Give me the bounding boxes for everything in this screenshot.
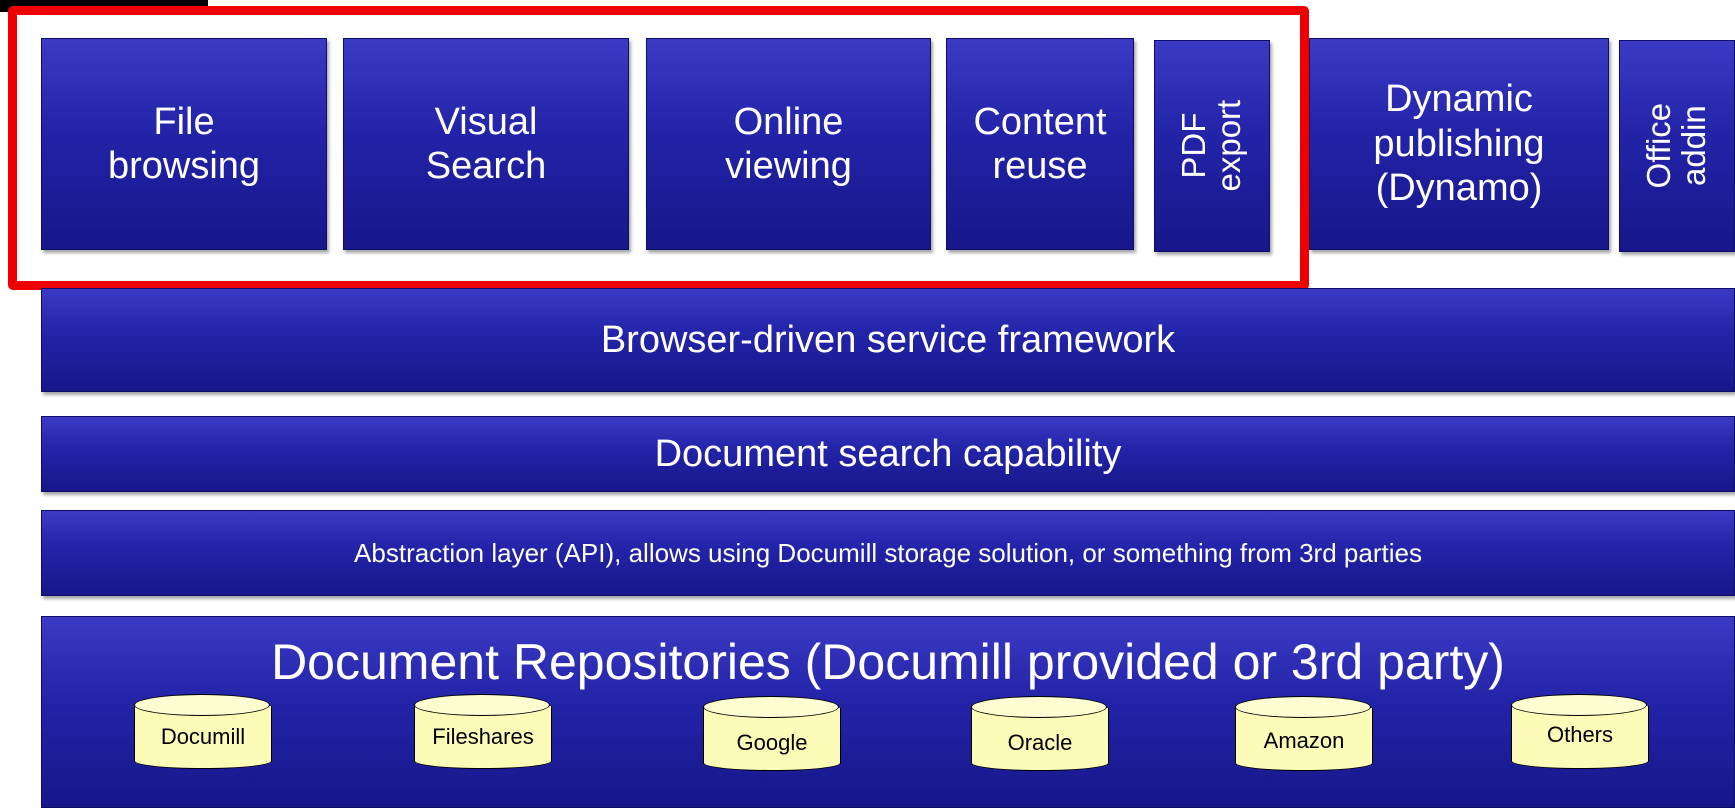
online-viewing-label: Online viewing xyxy=(725,100,852,187)
search-label: Document search capability xyxy=(654,432,1122,475)
amazon-repo-label: Amazon xyxy=(1263,728,1345,753)
content-reuse-block: Content reuse xyxy=(946,38,1134,250)
dynamic-publishing-block: Dynamic publishing (Dynamo) xyxy=(1309,38,1609,250)
abstraction-layer: Abstraction layer (API), allows using Do… xyxy=(41,510,1735,596)
online-viewing-block: Online viewing xyxy=(646,38,931,250)
office-addin-block: Office addin xyxy=(1619,40,1735,252)
file-browsing-block: File browsing xyxy=(41,38,327,250)
pdf-export-block: PDF export xyxy=(1154,40,1270,252)
documill-repo: Documill xyxy=(134,694,272,772)
repositories-layer: Document Repositories (Documill provided… xyxy=(41,616,1735,808)
documill-repo-label: Documill xyxy=(160,724,246,749)
google-repo: Google xyxy=(703,696,841,774)
amazon-repo: Amazon xyxy=(1235,696,1373,774)
fileshares-repo-label: Fileshares xyxy=(432,724,534,749)
office-addin-label: Office addin xyxy=(1640,103,1712,189)
others-repo: Others xyxy=(1511,694,1649,772)
abstraction-label: Abstraction layer (API), allows using Do… xyxy=(354,537,1422,568)
fileshares-repo: Fileshares xyxy=(414,694,552,772)
file-browsing-label: File browsing xyxy=(107,100,261,187)
framework-label: Browser-driven service framework xyxy=(600,318,1176,361)
search-layer: Document search capability xyxy=(41,416,1735,492)
google-repo-label: Google xyxy=(736,730,808,755)
repositories-label: Document Repositories (Documill provided… xyxy=(271,634,1505,690)
oracle-repo-label: Oracle xyxy=(1007,730,1073,755)
dynamic-publishing-label: Dynamic publishing (Dynamo) xyxy=(1373,78,1545,210)
oracle-repo: Oracle xyxy=(971,696,1109,774)
others-repo-label: Others xyxy=(1546,722,1614,747)
framework-layer: Browser-driven service framework xyxy=(41,288,1735,392)
visual-search-block: Visual Search xyxy=(343,38,629,250)
highlight-frame xyxy=(8,6,1309,290)
content-reuse-label: Content reuse xyxy=(973,100,1107,187)
visual-search-label: Visual Search xyxy=(425,100,547,187)
